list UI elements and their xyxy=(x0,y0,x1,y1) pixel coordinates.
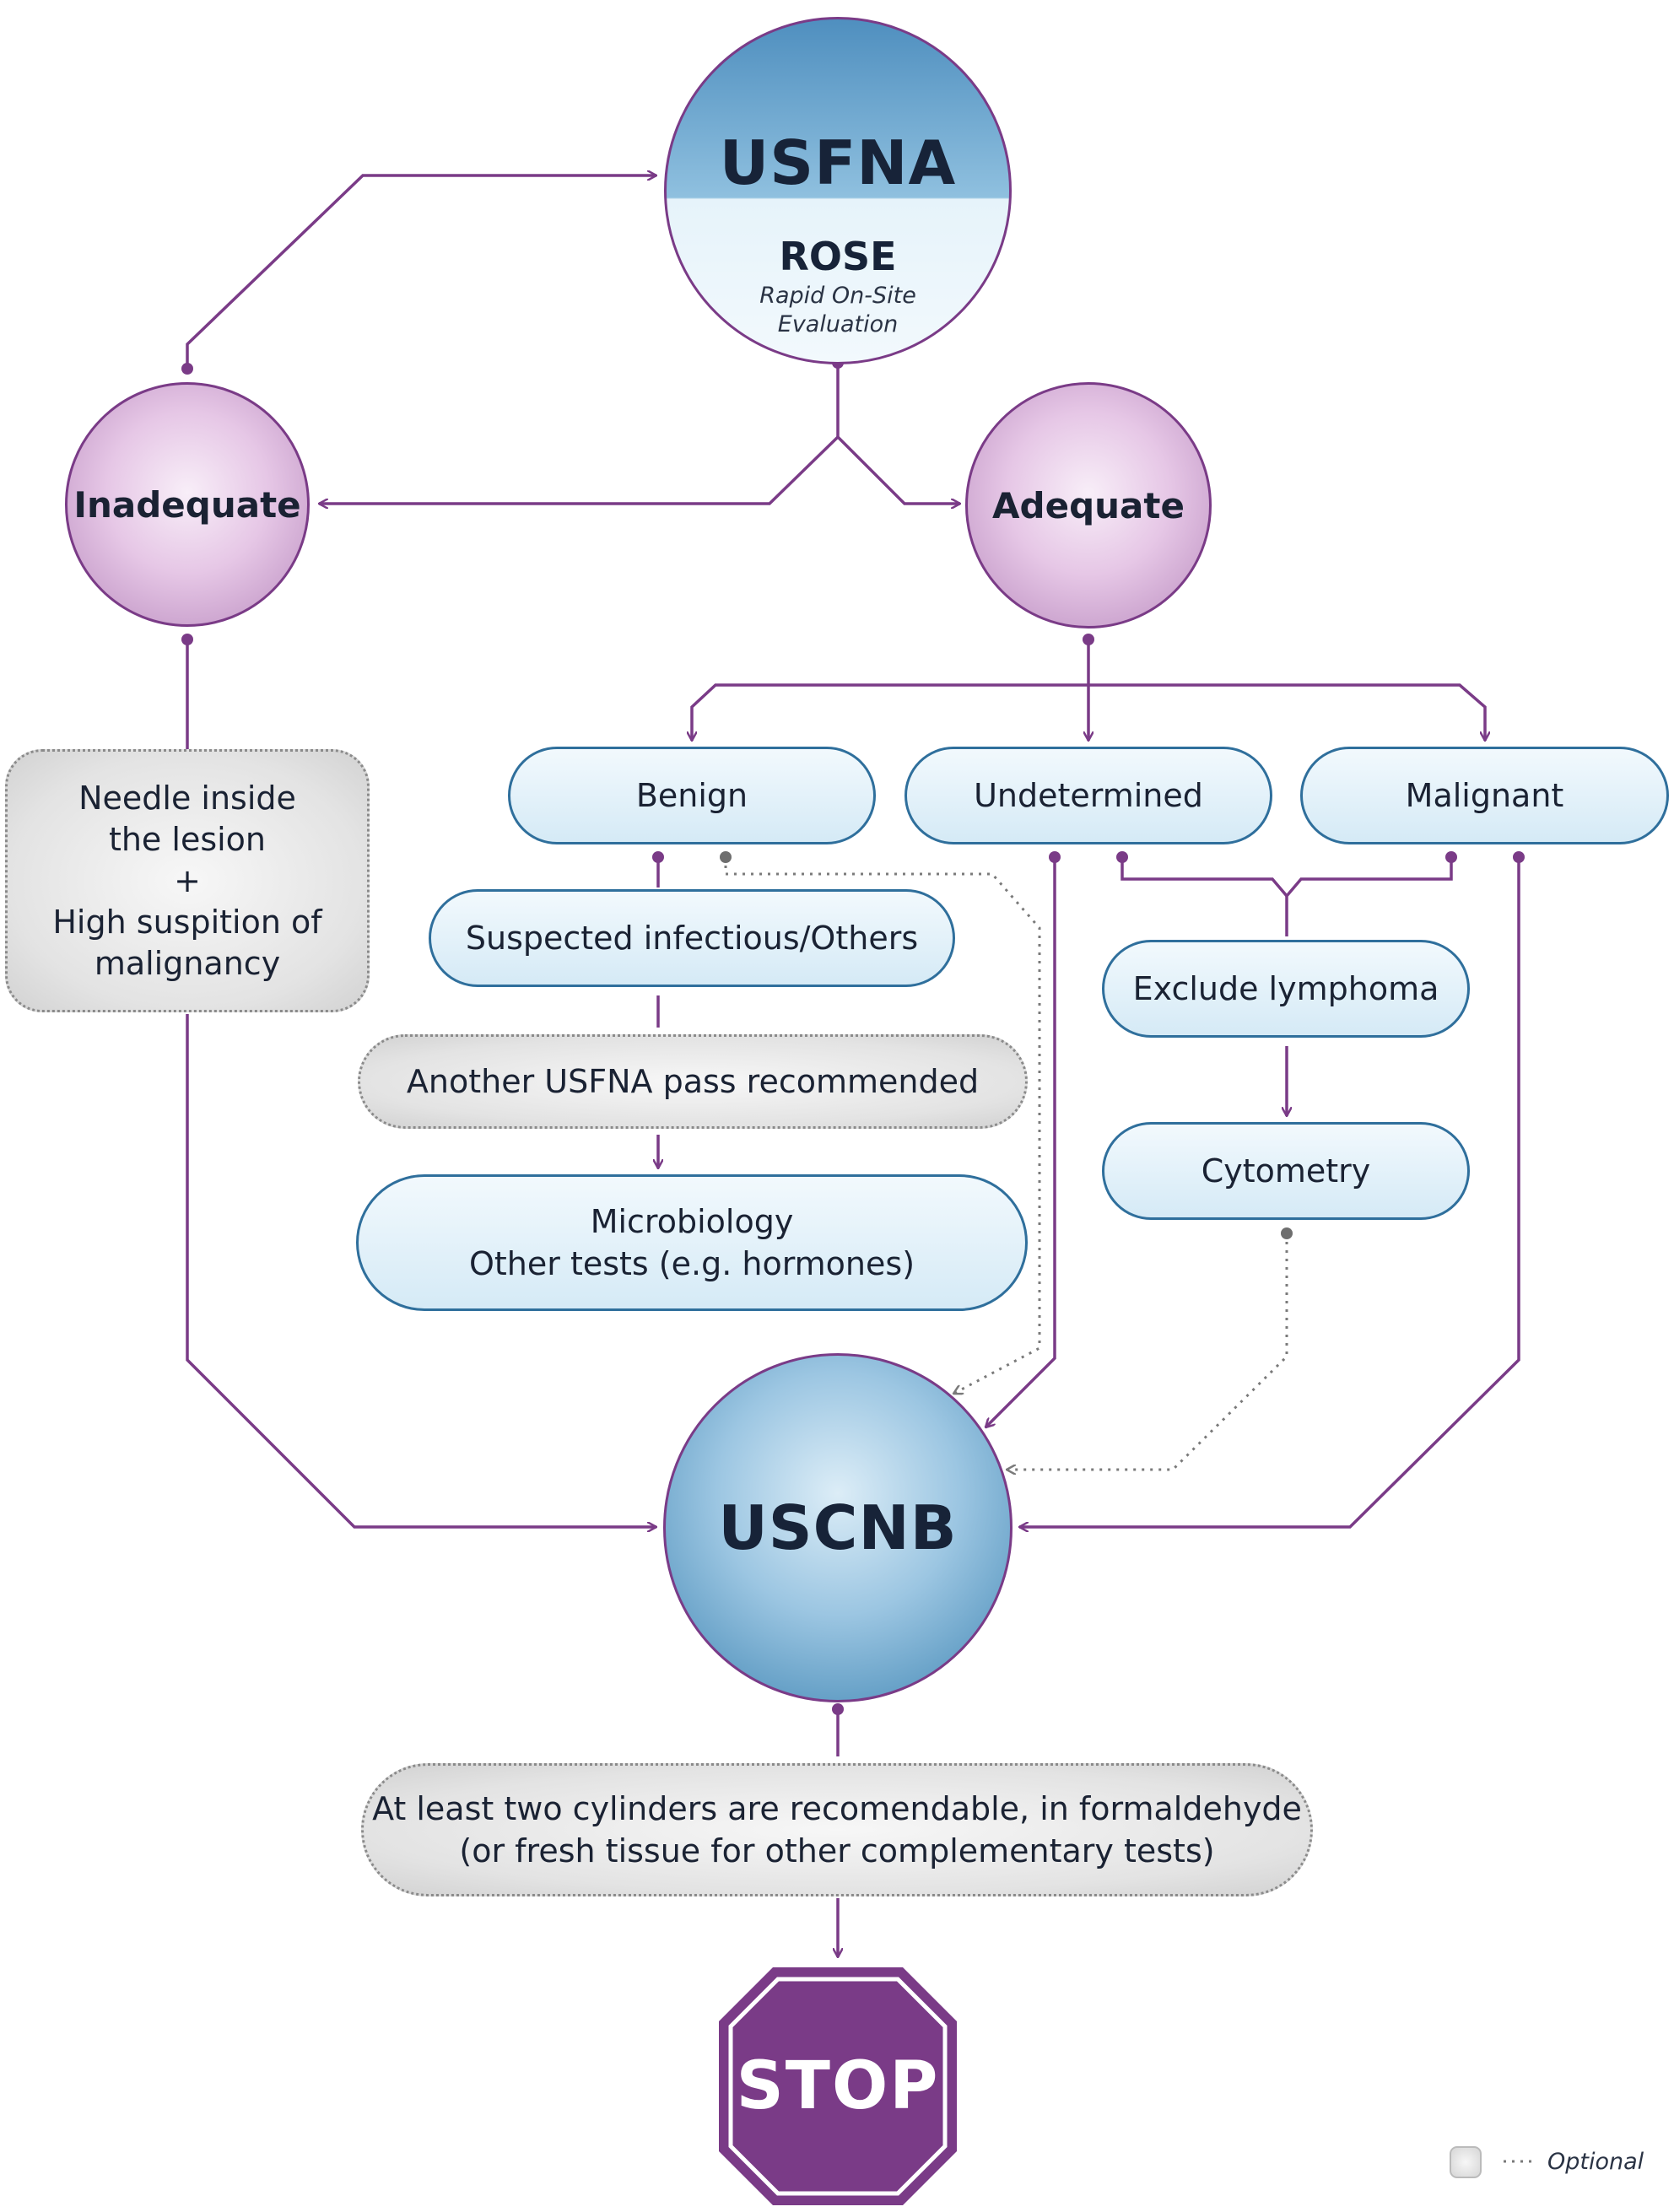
malignant-node: Malignant xyxy=(1300,747,1669,844)
suspected-label: Suspected infectious/Others xyxy=(465,920,919,957)
dot-cytometry-optional xyxy=(1281,1227,1293,1239)
another-pass-node: Another USFNA pass recommended xyxy=(358,1034,1028,1129)
edge-undetermined-to-uscnb xyxy=(986,857,1056,1427)
usfna-title: USFNA xyxy=(719,127,957,198)
cytometry-node: Cytometry xyxy=(1102,1122,1470,1220)
needle-line4: High suspition of xyxy=(52,903,322,941)
inadequate-label: Inadequate xyxy=(73,483,301,526)
edge-inadequate-to-usfna xyxy=(186,175,656,369)
cylinders-line1: At least two cylinders are recomendable,… xyxy=(372,1790,1302,1827)
edge-adequate-to-benign xyxy=(692,683,1088,741)
edge-needle-to-uscnb xyxy=(186,1014,656,1527)
rose-desc-line2: Evaluation xyxy=(777,311,899,337)
adequate-label: Adequate xyxy=(992,484,1185,526)
micro-line1: Microbiology xyxy=(590,1203,794,1240)
dot-adequate-bottom xyxy=(1083,634,1094,645)
dot-malignant-right xyxy=(1513,851,1525,863)
stop-sign-outline xyxy=(719,1967,957,2205)
undetermined-label: Undetermined xyxy=(974,777,1203,814)
legend-optional-swatch xyxy=(1450,2146,1482,2178)
needle-line5: malignancy xyxy=(94,944,281,982)
inadequate-node: Inadequate xyxy=(65,382,310,627)
dot-benign-optional xyxy=(720,851,732,863)
edge-undetermined-to-exclude xyxy=(1120,857,1288,898)
stop-sign-inner-ring xyxy=(728,1977,948,2196)
stop-label: STOP xyxy=(736,2048,940,2124)
dot-malignant-left xyxy=(1445,851,1457,863)
dot-inadequate-bottom xyxy=(181,634,193,645)
usfna-node: USFNA ROSE Rapid On-Site Evaluation xyxy=(664,17,1012,364)
edge-cytometry-optional-to-uscnb xyxy=(1007,1233,1288,1470)
adequate-node: Adequate xyxy=(965,382,1212,629)
edge-split-to-adequate xyxy=(836,435,960,504)
edge-malignant-to-exclude xyxy=(1285,857,1453,936)
needle-line1: Needle inside xyxy=(78,779,296,817)
exclude-lymphoma-node: Exclude lymphoma xyxy=(1102,940,1470,1038)
edge-malignant-to-uscnb xyxy=(1019,857,1520,1527)
cylinders-node: At least two cylinders are recomendable,… xyxy=(361,1763,1313,1896)
needle-line3: + xyxy=(174,861,201,899)
cytometry-label: Cytometry xyxy=(1201,1152,1371,1190)
uscnb-label: USCNB xyxy=(718,1492,958,1563)
needle-line2: the lesion xyxy=(108,820,267,858)
suspected-infectious-node: Suspected infectious/Others xyxy=(429,889,955,987)
benign-label: Benign xyxy=(635,777,748,814)
exclude-label: Exclude lymphoma xyxy=(1132,970,1439,1007)
stop-sign: STOP xyxy=(719,1967,957,2205)
edge-adequate-to-malignant xyxy=(1088,683,1485,741)
another-pass-label: Another USFNA pass recommended xyxy=(406,1063,980,1100)
rose-desc-line1: Rapid On-Site xyxy=(759,283,916,309)
benign-node: Benign xyxy=(508,747,876,844)
legend-optional-label: Optional xyxy=(1547,2149,1644,2175)
uscnb-node: USCNB xyxy=(663,1353,1012,1702)
micro-line2: Other tests (e.g. hormones) xyxy=(468,1245,915,1282)
undetermined-node: Undetermined xyxy=(904,747,1272,844)
dot-inadequate-top xyxy=(181,363,193,375)
needle-lesion-box: Needle inside the lesion + High suspitio… xyxy=(5,749,370,1012)
edge-split-to-inadequate xyxy=(319,435,840,504)
cylinders-line2: (or fresh tissue for other complementary… xyxy=(459,1832,1215,1869)
dot-uscnb-bottom xyxy=(832,1703,844,1715)
rose-label: ROSE xyxy=(779,234,897,279)
dot-benign-bottom xyxy=(652,851,664,863)
dot-undetermined-left xyxy=(1049,851,1061,863)
microbiology-node: Microbiology Other tests (e.g. hormones) xyxy=(356,1174,1028,1311)
dot-undetermined-right xyxy=(1116,851,1128,863)
malignant-label: Malignant xyxy=(1405,777,1564,814)
